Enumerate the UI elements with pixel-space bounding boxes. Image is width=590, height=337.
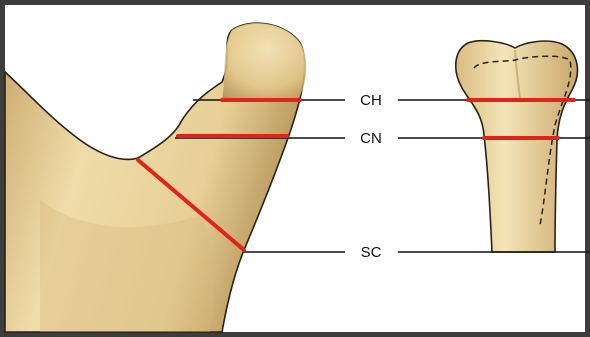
label-condylar-neck: CN xyxy=(360,130,382,147)
label-condylar-head: CH xyxy=(360,92,382,109)
label-subcondylar: SC xyxy=(361,244,382,261)
condylar-head-shading xyxy=(222,23,306,100)
condyle-posterior-view xyxy=(456,41,578,252)
